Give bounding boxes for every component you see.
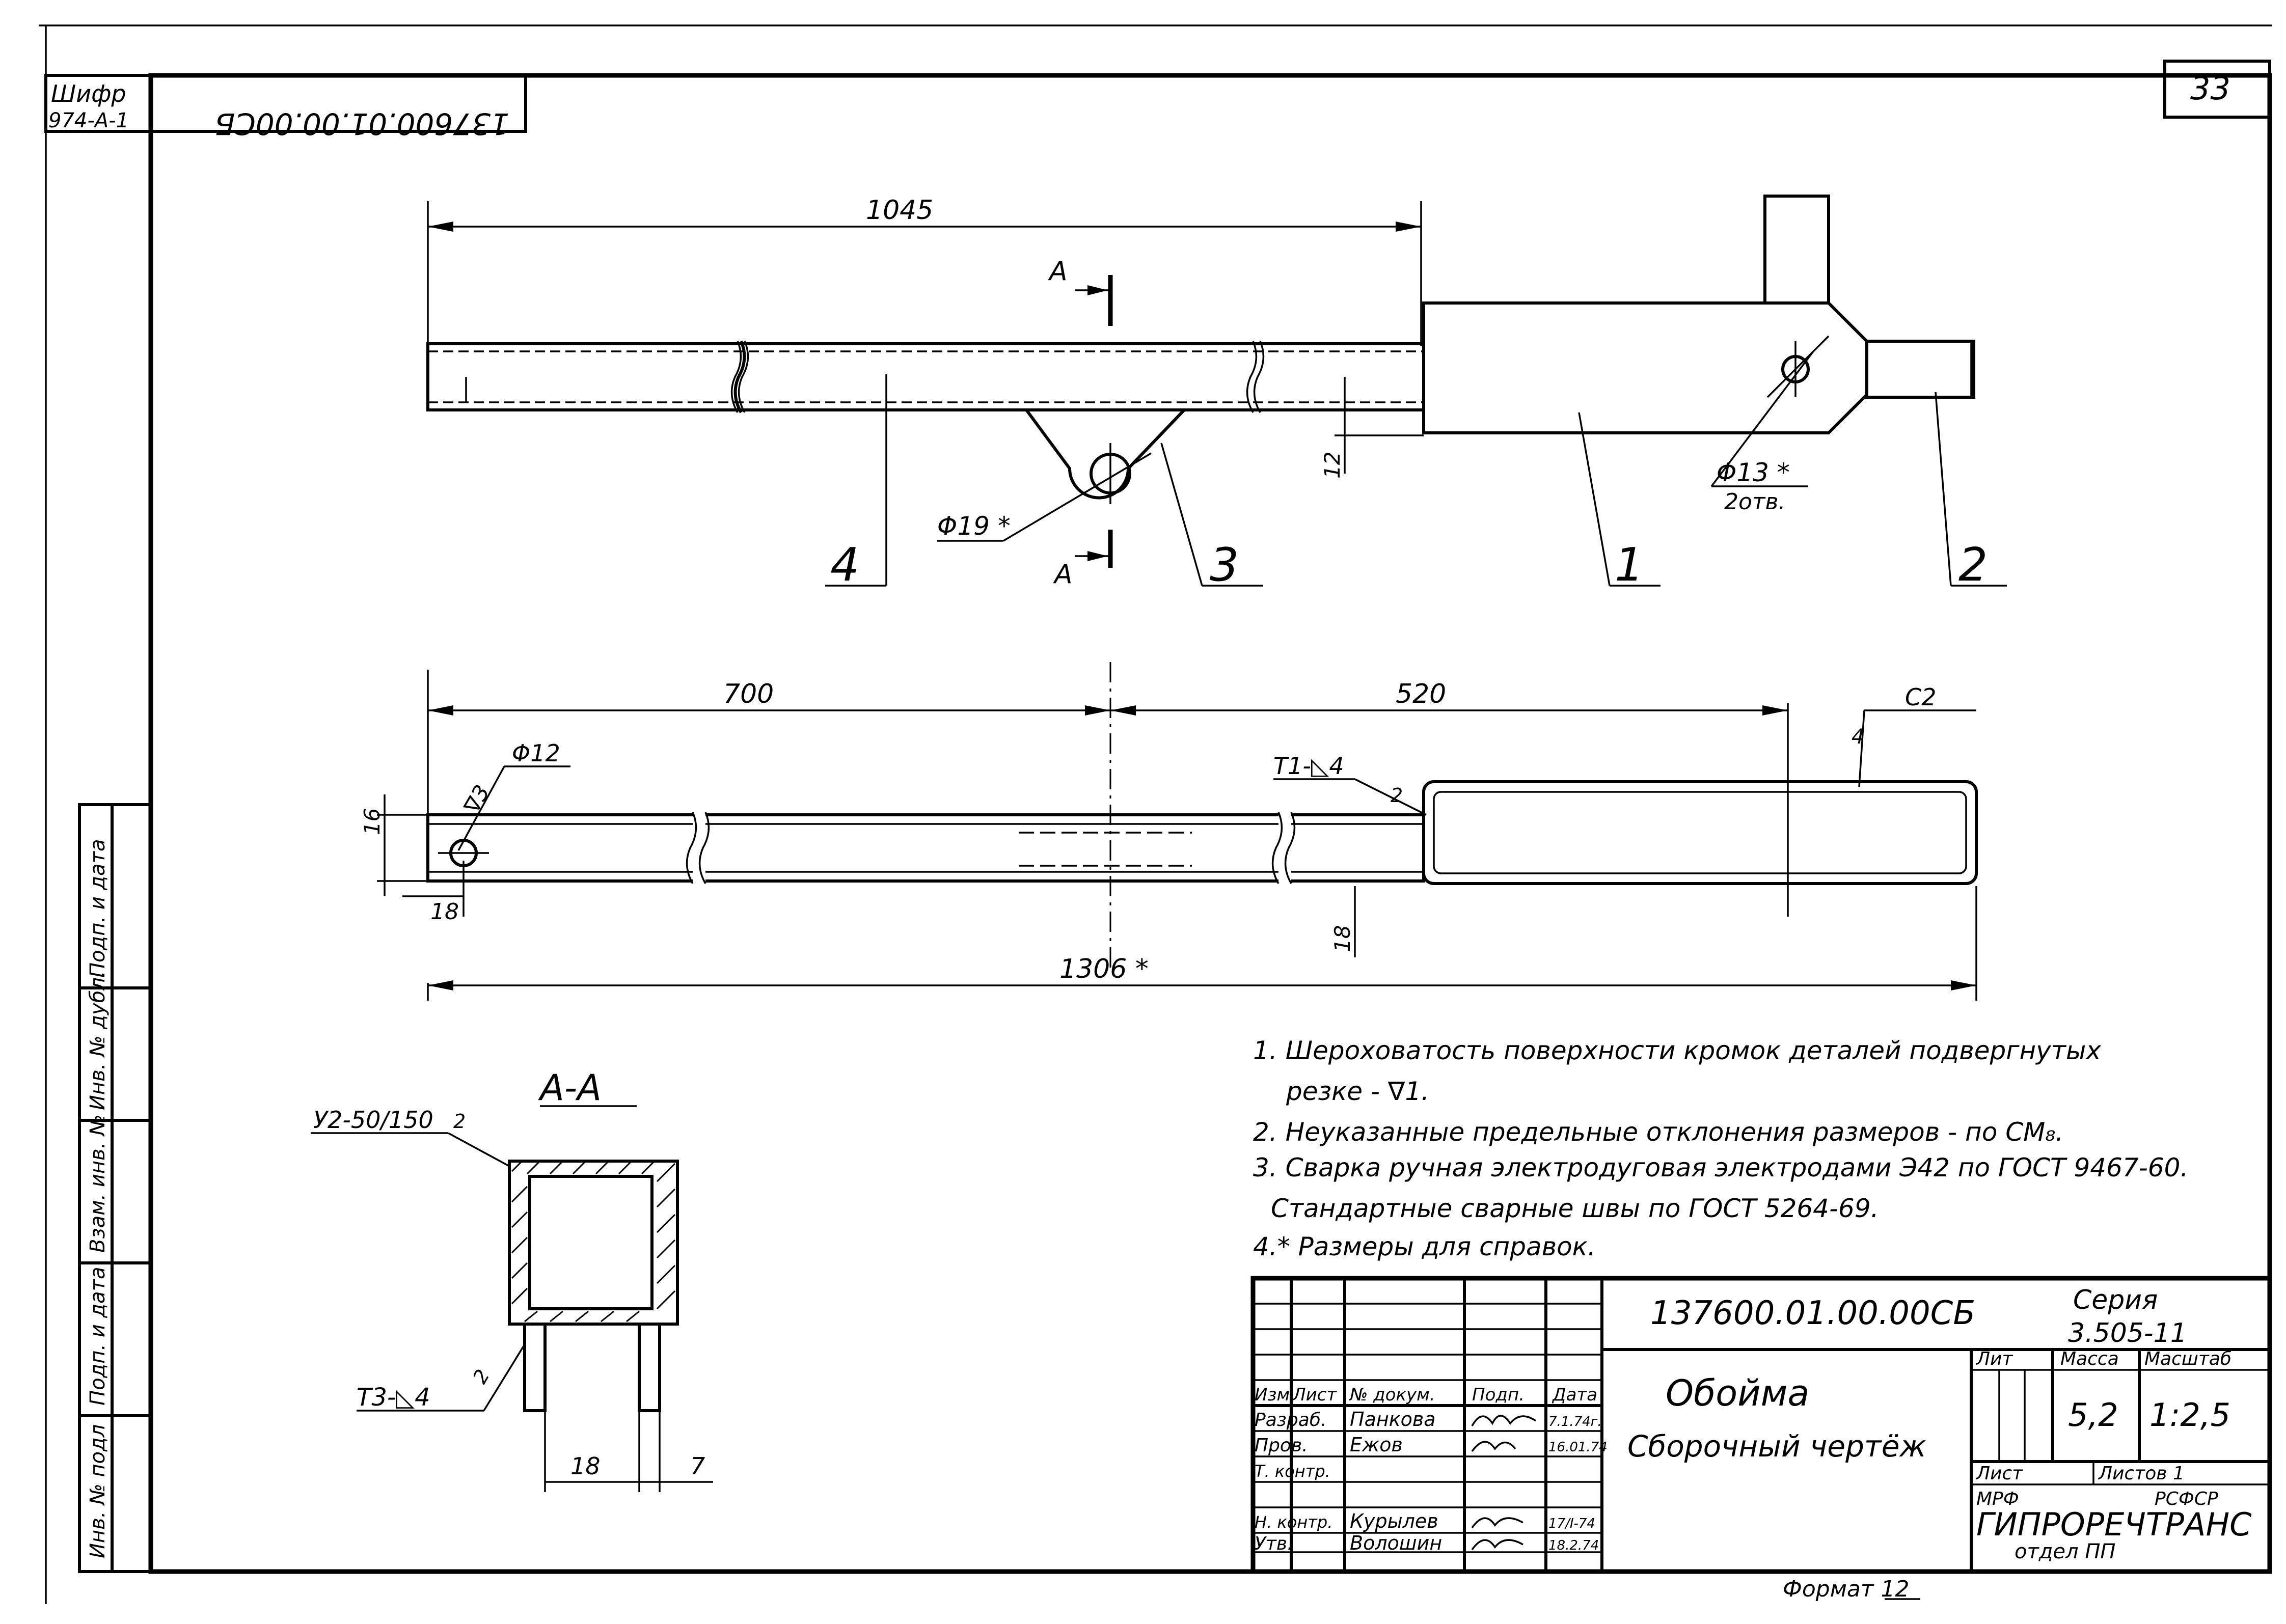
svg-text:Волошин: Волошин (1350, 1532, 1442, 1554)
svg-text:Φ13 *: Φ13 * (1717, 458, 1790, 487)
svg-text:2отв.: 2отв. (1724, 489, 1785, 515)
svg-text:Лит: Лит (1975, 1348, 2013, 1369)
svg-text:А: А (1048, 256, 1068, 287)
mirrored-code-box: 137600.01.00.00СБ (149, 74, 527, 141)
svg-text:Инв. № дубл.: Инв. № дубл. (86, 971, 110, 1110)
svg-text:4: 4 (830, 538, 859, 592)
svg-text:137600.01.00.00СБ: 137600.01.00.00СБ (215, 106, 509, 141)
svg-text:отдел ПП: отдел ПП (2015, 1540, 2115, 1563)
svg-text:1306 *: 1306 * (1059, 954, 1149, 984)
svg-text:резке - ∇1.: резке - ∇1. (1286, 1077, 1429, 1106)
svg-text:1045: 1045 (866, 195, 933, 226)
top-view: 1045 А А Φ19 * (426, 195, 2007, 592)
svg-text:Дата: Дата (1552, 1385, 1597, 1405)
svg-text:Обойма: Обойма (1666, 1372, 1809, 1414)
svg-text:Н. контр.: Н. контр. (1255, 1512, 1332, 1532)
svg-text:4.* Размеры для справок.: 4.* Размеры для справок. (1253, 1232, 1596, 1261)
svg-text:3.505-11: 3.505-11 (2068, 1318, 2187, 1348)
technical-notes: 1. Шероховатость поверхности кромок дета… (1253, 1036, 2188, 1261)
svg-text:Листов 1: Листов 1 (2098, 1463, 2185, 1484)
sheet-number-box: 33 (2163, 60, 2271, 119)
svg-text:РСФСР: РСФСР (2155, 1489, 2218, 1509)
svg-text:Ежов: Ежов (1350, 1434, 1403, 1456)
cipher-stamp: Шифр 974-А-1 (44, 74, 152, 133)
format-label: Формат 12 (1783, 1576, 1910, 1602)
svg-text:7: 7 (690, 1452, 705, 1480)
svg-text:Т. контр.: Т. контр. (1255, 1462, 1330, 1481)
svg-text:17/I-74: 17/I-74 (1548, 1516, 1595, 1531)
svg-text:Взам. инв. №: Взам. инв. № (86, 1114, 110, 1253)
svg-text:18: 18 (570, 1452, 601, 1480)
svg-text:Сборочный чертёж: Сборочный чертёж (1627, 1429, 1926, 1464)
svg-text:1: 1 (1615, 538, 1644, 592)
svg-text:520: 520 (1396, 679, 1446, 709)
svg-text:Пров.: Пров. (1255, 1435, 1308, 1456)
svg-text:4: 4 (1852, 725, 1864, 749)
svg-text:Изм: Изм (1255, 1385, 1290, 1405)
svg-text:Курылев: Курылев (1350, 1510, 1438, 1532)
svg-text:А: А (1053, 559, 1073, 590)
svg-text:Панкова: Панкова (1350, 1408, 1436, 1430)
svg-text:№ докум.: № докум. (1349, 1385, 1435, 1405)
svg-text:Инв. № подл: Инв. № подл (86, 1424, 110, 1558)
svg-text:2: 2 (453, 1110, 466, 1133)
svg-text:974-А-1: 974-А-1 (48, 109, 129, 132)
svg-text:Подп. и дата: Подп. и дата (86, 839, 110, 978)
svg-text:1. Шероховатость поверхности к: 1. Шероховатость поверхности кромок дета… (1253, 1036, 2101, 1065)
side-stamp-table: Инв. № подл Подп. и дата Взам. инв. № Ин… (78, 803, 152, 1573)
svg-text:16: 16 (360, 808, 385, 835)
svg-text:Лист: Лист (1292, 1385, 1337, 1405)
svg-text:18.2.74: 18.2.74 (1548, 1538, 1599, 1553)
svg-text:Т3-◺4: Т3-◺4 (357, 1383, 430, 1412)
svg-text:А-А: А-А (538, 1067, 602, 1109)
svg-text:Утв.: Утв. (1255, 1533, 1293, 1554)
svg-text:Т1-◺4: Т1-◺4 (1273, 752, 1344, 780)
svg-text:Подп.: Подп. (1472, 1385, 1525, 1405)
svg-text:5,2: 5,2 (2068, 1396, 2118, 1434)
svg-text:Φ19 *: Φ19 * (937, 511, 1011, 541)
section-a-a: А-А У2-50/150 2 Т3-◺4 2 (311, 1067, 713, 1492)
svg-text:700: 700 (723, 679, 774, 709)
svg-text:Масштаб: Масштаб (2144, 1348, 2231, 1369)
svg-text:1:2,5: 1:2,5 (2149, 1396, 2230, 1434)
svg-text:3: 3 (1210, 538, 1239, 592)
svg-text:У2-50/150: У2-50/150 (313, 1106, 433, 1134)
title-block: Изм Лист № докум. Подп. Дата Разраб. Пан… (1250, 1276, 2272, 1574)
svg-text:Подп. и дата: Подп. и дата (86, 1267, 110, 1406)
svg-text:Стандартные сварные швы по ГОС: Стандартные сварные швы по ГОСТ 5264-69. (1271, 1194, 1879, 1223)
svg-text:33: 33 (2190, 70, 2230, 107)
svg-text:18: 18 (1330, 925, 1355, 952)
svg-text:2: 2 (1958, 538, 1988, 592)
svg-text:18: 18 (430, 899, 459, 925)
svg-text:МРФ: МРФ (1976, 1489, 2019, 1509)
svg-text:∇3: ∇3 (459, 781, 495, 818)
svg-text:2. Неуказанные предельные откл: 2. Неуказанные предельные отклонения раз… (1253, 1117, 2063, 1147)
svg-text:137600.01.00.00СБ: 137600.01.00.00СБ (1650, 1295, 1975, 1332)
svg-text:7.1.74г.: 7.1.74г. (1548, 1414, 1602, 1429)
svg-text:Разраб.: Разраб. (1255, 1410, 1326, 1430)
svg-text:Φ12: Φ12 (512, 739, 560, 767)
svg-text:С2: С2 (1905, 683, 1936, 711)
svg-text:2: 2 (469, 1366, 494, 1388)
svg-text:16.01.74: 16.01.74 (1548, 1440, 1608, 1455)
svg-text:3. Сварка ручная электродугова: 3. Сварка ручная электродуговая электрод… (1253, 1153, 2188, 1182)
svg-text:Лист: Лист (1975, 1463, 2023, 1484)
svg-text:ГИПРОРЕЧТРАНС: ГИПРОРЕЧТРАНС (1976, 1506, 2252, 1543)
svg-text:12: 12 (1320, 452, 1345, 479)
svg-text:2: 2 (1391, 784, 1403, 807)
svg-text:Серия: Серия (2073, 1285, 2158, 1315)
plan-view: 700 520 С2 4 Т1-◺4 2 Φ12 ∇3 (360, 670, 1978, 1001)
svg-text:Масса: Масса (2060, 1348, 2119, 1369)
svg-text:Шифр: Шифр (51, 80, 126, 107)
